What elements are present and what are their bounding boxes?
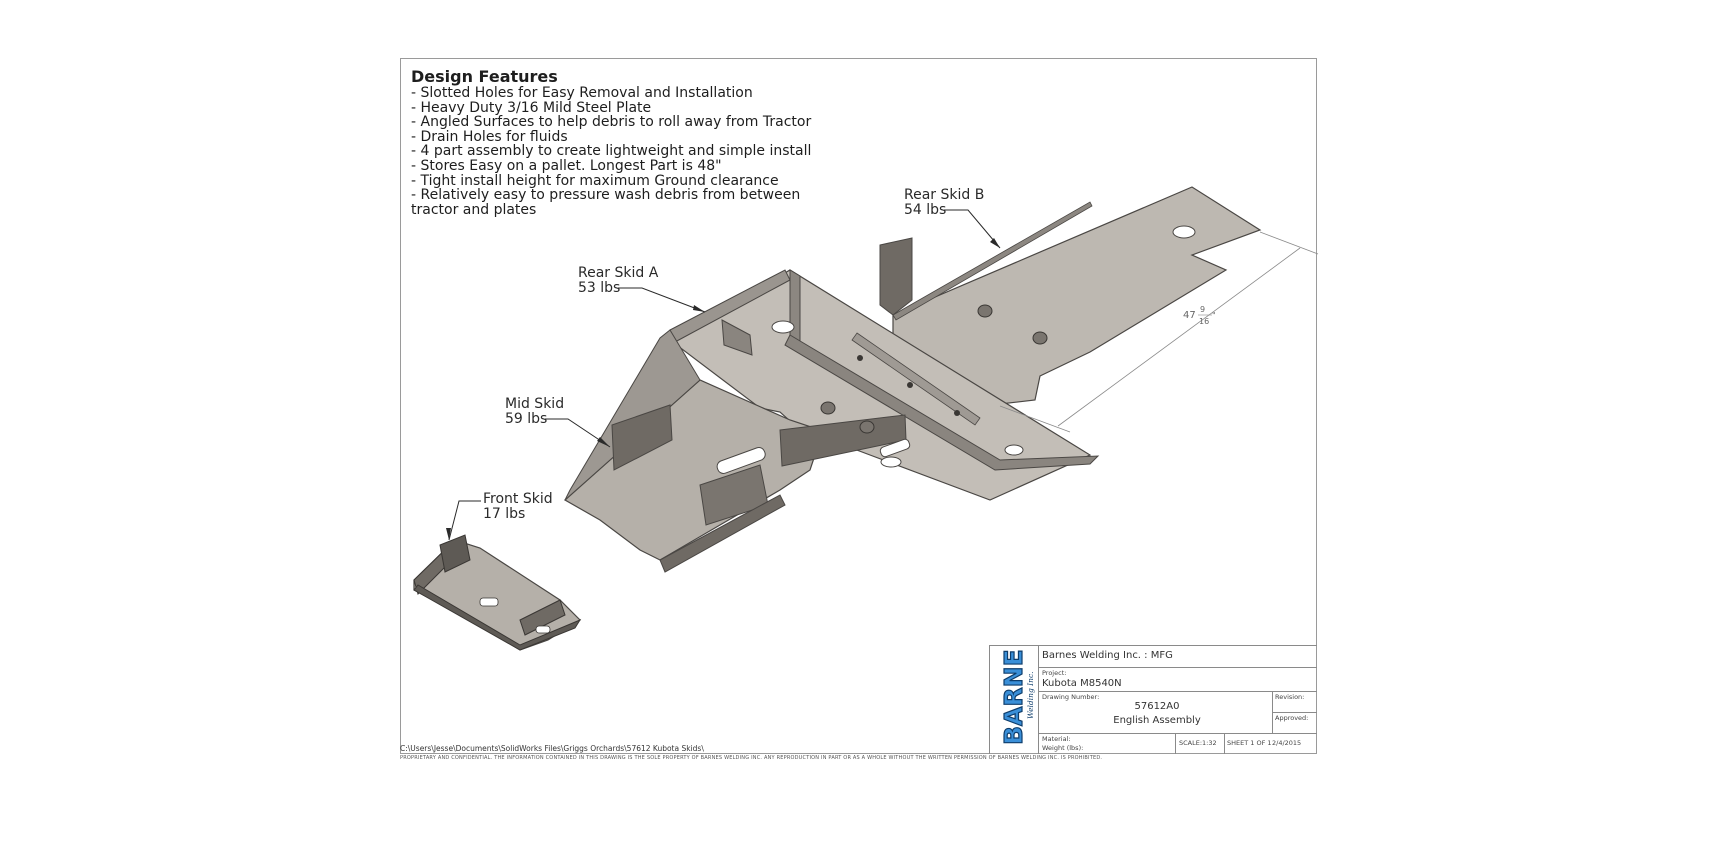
rear-skid-a-part (668, 269, 1100, 501)
feature-item: - Stores Easy on a pallet. Longest Part … (411, 157, 722, 174)
dimension-denominator: 16 (1199, 317, 1209, 326)
company-name: Barnes Welding Inc. : MFG (1042, 650, 1173, 661)
proprietary-notice: PROPRIETARY AND CONFIDENTIAL. THE INFORM… (400, 755, 1103, 761)
barnes-welding-logo: BARNES Welding Inc. (998, 649, 1035, 746)
file-path: C:\Users\Jesse\Documents\SolidWorks File… (400, 744, 704, 753)
feature-item: - Heavy Duty 3/16 Mild Steel Plate (411, 99, 652, 116)
front-skid-weight: 17 lbs (483, 506, 526, 522)
rear-skid-a-name: Rear Skid A (578, 265, 659, 281)
project-value: Kubota M8540N (1042, 678, 1122, 689)
logo-text: BARNES (999, 649, 1028, 745)
drawing-number: 57612A0 (1134, 701, 1180, 712)
dimension-unit: " (1212, 311, 1216, 320)
assembly-type: English Assembly (1113, 715, 1201, 726)
title-block: BARNES Welding Inc. Barnes Welding Inc. … (989, 645, 1317, 754)
revision-label: Revision: (1275, 693, 1305, 701)
drawing-number-label: Drawing Number: (1042, 693, 1100, 701)
weight-label: Weight (lbs): (1042, 744, 1084, 752)
feature-item: - 4 part assembly to create lightweight … (411, 143, 812, 160)
dimension-whole: 47 (1183, 310, 1196, 321)
design-features: Design Features - Slotted Holes for Easy… (411, 68, 811, 217)
dimension-numerator: 9 (1200, 305, 1205, 314)
feature-item: - Relatively easy to pressure wash debri… (411, 187, 801, 204)
drawing-date: 2/4/2015 (1272, 739, 1302, 747)
sheet-number: SHEET 1 OF 1 (1227, 739, 1272, 747)
leader-rear-skid-a (618, 287, 706, 313)
feature-item: - Angled Surfaces to help debris to roll… (411, 114, 812, 131)
feature-item: - Tight install height for maximum Groun… (411, 172, 779, 189)
callout-rear-skid-b: Rear Skid B 54 lbs (904, 188, 984, 218)
length-dimension (999, 231, 1319, 433)
mid-skid-name: Mid Skid (505, 396, 565, 412)
material-label: Material: (1042, 735, 1071, 743)
project-label: Project: (1042, 669, 1067, 677)
approved-label: Approved: (1275, 714, 1309, 722)
callout-front-skid: Front Skid 17 lbs (483, 492, 553, 522)
callout-rear-skid-a: Rear Skid A 53 lbs (578, 266, 658, 296)
feature-item: - Drain Holes for fluids (411, 128, 568, 145)
design-features-title: Design Features (411, 67, 558, 86)
feature-item: - Slotted Holes for Easy Removal and Ins… (411, 85, 753, 101)
scale: SCALE:1:32 (1179, 739, 1217, 747)
leader-arrowheads (446, 238, 1000, 540)
mid-skid-weight: 59 lbs (505, 411, 548, 427)
rear-skid-b-name: Rear Skid B (904, 187, 985, 203)
callout-mid-skid: Mid Skid 59 lbs (505, 397, 564, 427)
leader-mid-skid (545, 418, 611, 448)
feature-item: tractor and plates (411, 201, 537, 218)
leader-front-skid (448, 500, 481, 541)
rear-skid-a-weight: 53 lbs (578, 280, 621, 296)
front-skid-part (413, 534, 582, 651)
leader-rear-skid-b (944, 209, 1001, 249)
front-skid-name: Front Skid (483, 491, 553, 507)
rear-skid-b-weight: 54 lbs (904, 202, 947, 218)
leader-lines (448, 209, 1001, 541)
mid-skid-part (563, 319, 911, 573)
logo-subtext: Welding Inc. (1026, 671, 1035, 719)
